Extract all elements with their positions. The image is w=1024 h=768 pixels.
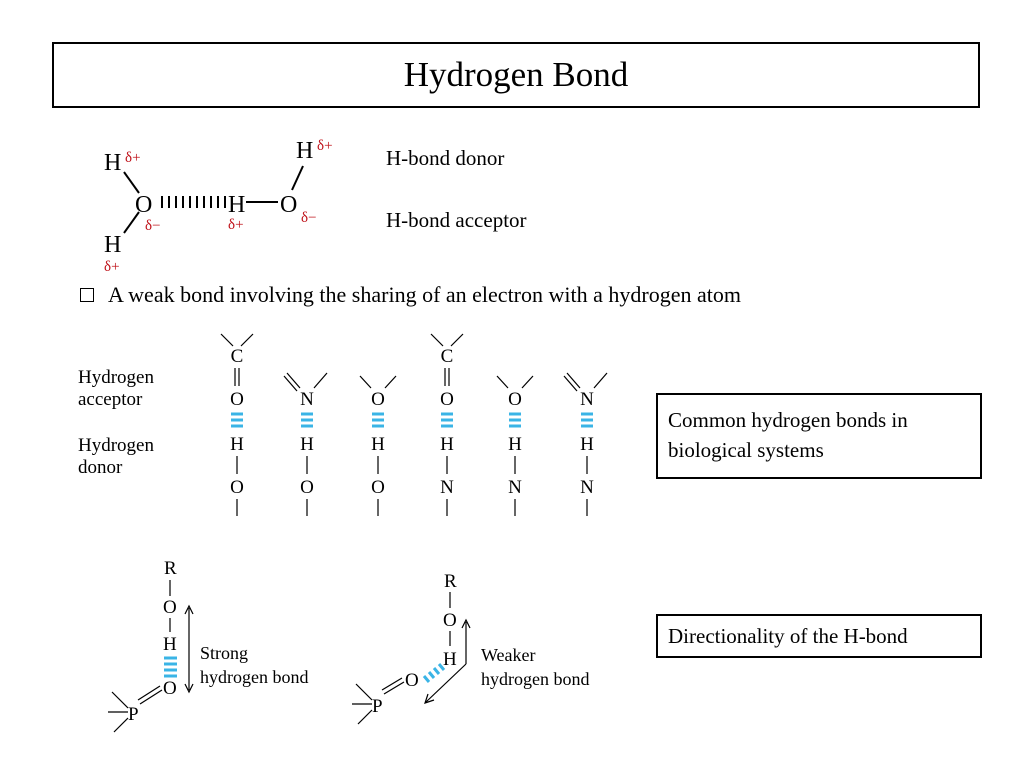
water-atom-o2: O [280, 192, 297, 218]
atom-acceptor: O [440, 389, 454, 410]
water-hbond-diagram: H O H H O H δ+ δ− δ+ δ+ δ− δ+ [104, 138, 333, 275]
strong-atom-o-top: O [163, 597, 177, 618]
strong-atom-o-bottom: O [163, 678, 177, 699]
definition-text: A weak bond involving the sharing of an … [108, 282, 741, 307]
water-hbond-hash [161, 196, 226, 208]
hbond-pair: C O H N [430, 333, 464, 516]
atom-donor: N [580, 477, 594, 498]
weak-hbond-diagram: R O H O P Weaker hydrogen bond [352, 571, 589, 725]
weak-atom-o-top: O [443, 610, 457, 631]
bond-line [359, 375, 372, 389]
donor-row-label-line2: donor [78, 457, 123, 478]
atom-hydrogen: H [508, 434, 522, 455]
weak-atom-h: H [443, 649, 457, 670]
acceptor-row-label-line2: acceptor [78, 389, 143, 410]
acceptor-row-label-line1: Hydrogen [78, 367, 154, 388]
weak-label-line2: hydrogen bond [481, 669, 589, 689]
water-atom-h2: H [104, 232, 121, 258]
strong-atom-h: H [163, 634, 177, 655]
water-atom-o1: O [135, 192, 152, 218]
bond-line [521, 375, 534, 389]
bond-line [450, 333, 464, 347]
hbond-pair: N H O [283, 372, 328, 516]
hbond-pair: N H N [563, 372, 608, 516]
atom-acceptor: O [508, 389, 522, 410]
strong-label-line2: hydrogen bond [200, 667, 308, 687]
strong-atom-r: R [164, 558, 177, 579]
atom-acceptor: N [300, 389, 314, 410]
atom-acceptor: O [230, 389, 244, 410]
weak-label-line1: Weaker [481, 645, 536, 665]
weak-atom-p: P [372, 696, 383, 717]
atom-hydrogen: H [440, 434, 454, 455]
strong-atom-p: P [128, 704, 139, 725]
atom-donor: O [371, 477, 385, 498]
bond-line [313, 372, 328, 389]
water-charge-h2: δ+ [104, 259, 120, 275]
common-hbonds-diagram: Hydrogen acceptor Hydrogen donor COHONHO… [78, 333, 608, 516]
water-charge-o1: δ− [145, 218, 161, 234]
atom-hydrogen: H [580, 434, 594, 455]
atom-donor: O [230, 477, 244, 498]
slide-title-box: Hydrogen Bond [52, 42, 980, 108]
atom-donor: N [440, 477, 454, 498]
water-atom-h3: H [228, 192, 245, 218]
strong-hbond-dashes [164, 656, 177, 678]
bond-line [593, 372, 608, 389]
atom-acceptor: N [580, 389, 594, 410]
bond-line [240, 333, 254, 347]
water-charge-o2: δ− [301, 210, 317, 226]
water-charge-h1: δ+ [125, 150, 141, 166]
double-bond-line [563, 375, 578, 392]
donor-row-label-line1: Hydrogen [78, 435, 154, 456]
square-bullet-icon [80, 288, 94, 302]
directionality-caption-box: Directionality of the H-bond [656, 614, 982, 658]
hbond-pair: O H N [496, 375, 534, 516]
common-bonds-caption-box: Common hydrogen bonds in biological syst… [656, 393, 982, 479]
weak-atom-o-bottom: O [405, 670, 419, 691]
atom-hydrogen: H [300, 434, 314, 455]
hbond-donor-label: H-bond donor [386, 146, 505, 170]
bond-line [430, 333, 444, 347]
hbond-acceptor-label: H-bond acceptor [386, 208, 527, 232]
atom-hydrogen: H [230, 434, 244, 455]
weak-atom-r: R [444, 571, 457, 592]
weak-hbond-dashes [422, 663, 446, 683]
hbond-pairs: C O H O N H O O H O C O H N O H N N H N [220, 333, 608, 516]
water-atom-h4: H [296, 138, 313, 164]
atom-hydrogen: H [371, 434, 385, 455]
atom-donor: N [508, 477, 522, 498]
common-bonds-caption: Common hydrogen bonds in biological syst… [668, 408, 908, 462]
water-charge-h3: δ+ [228, 217, 244, 233]
bond-line [220, 333, 234, 347]
hbond-pair: C O H O [220, 333, 254, 516]
hbond-pair: O H O [359, 375, 397, 516]
water-atom-h1: H [104, 150, 121, 176]
directionality-caption: Directionality of the H-bond [668, 624, 908, 648]
atom-carbon: C [441, 346, 454, 367]
water-charge-h4: δ+ [317, 138, 333, 154]
strong-label-line1: Strong [200, 643, 248, 663]
atom-carbon: C [231, 346, 244, 367]
double-bond-line [283, 375, 298, 392]
double-bond-line [286, 372, 301, 389]
slide-title: Hydrogen Bond [403, 55, 629, 94]
strong-hbond-diagram: R O H O P Strong hydrogen bond [108, 558, 308, 733]
definition-bullet: A weak bond involving the sharing of an … [80, 282, 741, 308]
atom-donor: O [300, 477, 314, 498]
bond-line [384, 375, 397, 389]
double-bond-line [566, 372, 581, 389]
bond-line [496, 375, 509, 389]
atom-acceptor: O [371, 389, 385, 410]
